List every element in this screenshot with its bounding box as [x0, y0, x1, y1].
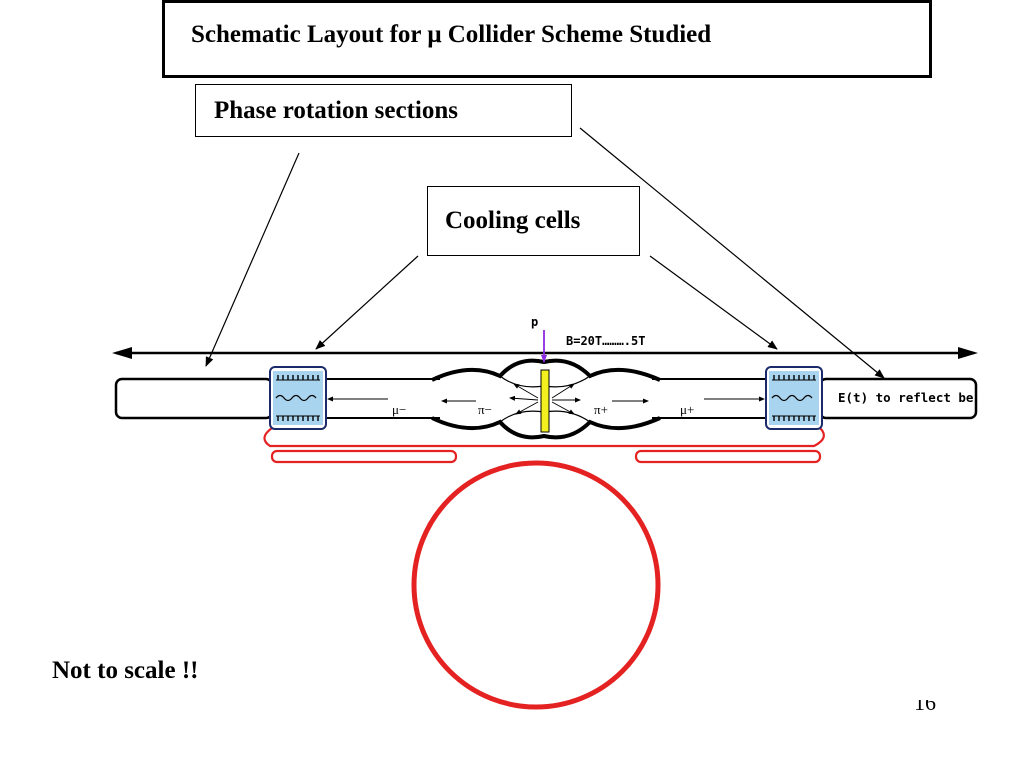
slide-title-text: Schematic Layout for μ Collider Scheme S… [191, 21, 712, 48]
slide-title: Schematic Layout for μ Collider Scheme S… [162, 0, 932, 78]
reflect-beam-label: E(t) to reflect beam [838, 390, 989, 405]
page-number-text: 16 [914, 700, 936, 714]
cooling-cell-left [269, 366, 327, 430]
cooling-cell-right [765, 366, 823, 430]
not-to-scale-note: Not to scale !! [52, 657, 199, 684]
storage-ring [411, 460, 661, 710]
axis-arrow [112, 347, 978, 359]
cooling-cells-label-box: Cooling cells [427, 186, 640, 256]
pi-plus-label: π+ [594, 402, 608, 417]
beam-pipe-center [326, 378, 766, 419]
cooling-pointer-right [649, 255, 778, 350]
field-label: B=20T……….5T [566, 334, 645, 348]
cooling-pointer-left [315, 255, 419, 350]
mu-minus-label: μ− [392, 402, 406, 417]
cooling-cells-label: Cooling cells [445, 207, 581, 234]
phase-rotation-label: Phase rotation sections [214, 97, 458, 124]
phase-rotation-label-box: Phase rotation sections [195, 84, 572, 137]
beam-pipe-left [114, 377, 274, 420]
phase-pointer-right [579, 127, 885, 379]
mu-plus-label: μ+ [680, 402, 694, 417]
pi-minus-label: π− [478, 402, 492, 417]
transfer-lines [263, 427, 825, 464]
phase-pointer-left [205, 152, 300, 367]
page-number: 16 [914, 700, 954, 714]
particle-direction-arrows [327, 396, 765, 404]
pion-spray-arrows [509, 383, 581, 415]
production-target [540, 369, 550, 433]
proton-label: p [531, 315, 538, 329]
